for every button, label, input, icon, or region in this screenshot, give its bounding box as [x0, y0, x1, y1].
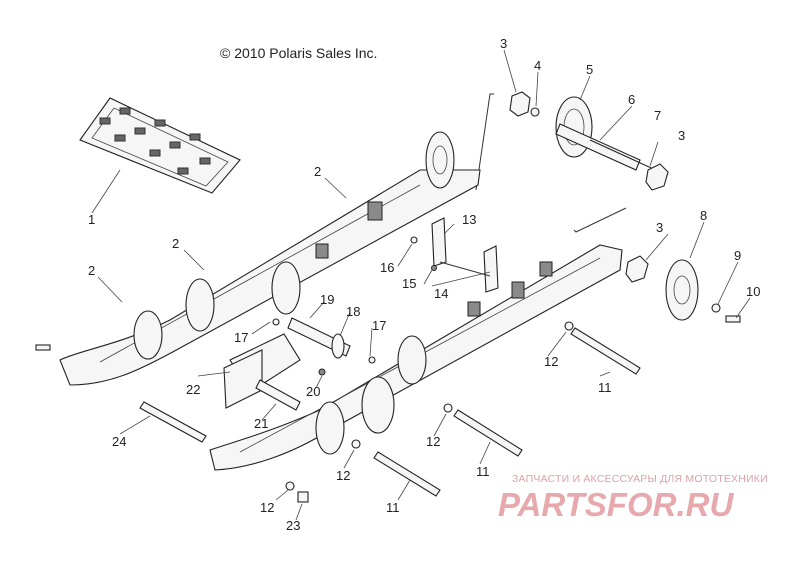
callout-14: 14 [434, 286, 448, 301]
callout-3a: 3 [500, 36, 507, 51]
callout-11a: 11 [598, 380, 612, 395]
callout-6: 6 [628, 92, 635, 107]
callout-11b: 11 [476, 464, 490, 479]
part-shafts [35, 321, 641, 503]
callout-17b: 17 [372, 318, 386, 333]
watermark-tagline: ЗАПЧАСТИ И АКСЕССУАРЫ ДЛЯ МОТОТЕХНИКИ [512, 473, 768, 485]
callout-13: 13 [462, 212, 476, 227]
callout-12c: 12 [336, 468, 350, 483]
watermark-logo: PARTSFOR.RU [498, 486, 734, 523]
callout-17a: 17 [234, 330, 248, 345]
callout-2a: 2 [314, 164, 321, 179]
callout-7: 7 [654, 108, 661, 123]
callout-labels: 1 2 2 2 3 3 3 4 5 6 7 8 9 10 11 11 11 12… [88, 36, 760, 533]
callout-23: 23 [286, 518, 300, 533]
callout-2c: 2 [88, 263, 95, 278]
callout-15: 15 [402, 276, 416, 291]
part-bracket-group [410, 217, 499, 293]
part-left-rail [59, 131, 481, 386]
callout-24: 24 [112, 434, 126, 449]
part-track-mat [79, 97, 241, 194]
callout-5: 5 [586, 62, 593, 77]
part-right-rail [209, 244, 623, 471]
part-rear-axle-group [475, 91, 669, 191]
part-right-wheel-group [573, 207, 741, 323]
callout-3b: 3 [678, 128, 685, 143]
callout-10: 10 [746, 284, 760, 299]
callout-12d: 12 [260, 500, 274, 515]
callout-3c: 3 [656, 220, 663, 235]
watermark: ЗАПЧАСТИ И АКСЕССУАРЫ ДЛЯ МОТОТЕХНИКИ PA… [498, 473, 768, 523]
callout-19: 19 [320, 292, 334, 307]
callout-8: 8 [700, 208, 707, 223]
callout-20: 20 [306, 384, 320, 399]
leader-lines [91, 49, 751, 521]
callout-12b: 12 [426, 434, 440, 449]
part-link-group [223, 317, 376, 411]
callout-16: 16 [380, 260, 394, 275]
callout-2b: 2 [172, 236, 179, 251]
callout-4: 4 [534, 58, 541, 73]
copyright-text: © 2010 Polaris Sales Inc. [220, 45, 377, 61]
callout-1: 1 [88, 212, 95, 227]
callout-22: 22 [186, 382, 200, 397]
callout-21: 21 [254, 416, 268, 431]
callout-11c: 11 [386, 500, 400, 515]
callout-12a: 12 [544, 354, 558, 369]
callout-18: 18 [346, 304, 360, 319]
callout-9: 9 [734, 248, 741, 263]
